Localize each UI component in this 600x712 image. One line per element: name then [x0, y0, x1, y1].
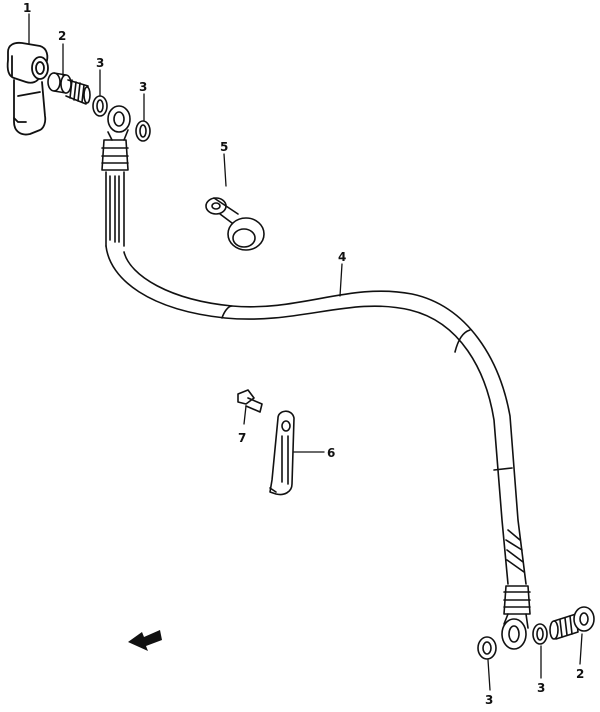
callout-7: 7	[238, 431, 246, 445]
callout-6: 6	[327, 446, 335, 460]
callout-3-d: 3	[537, 681, 545, 695]
callout-2-top: 2	[58, 29, 66, 43]
callout-4: 4	[338, 250, 346, 264]
part-7-bolt	[237, 389, 263, 413]
part-3-washer-top-a	[92, 95, 108, 117]
part-2-union-bolt-top	[47, 72, 91, 105]
leader-lines	[28, 13, 583, 691]
callout-3-b: 3	[139, 80, 147, 94]
part-6-clamp-bracket	[269, 410, 295, 496]
part-5-hose-guide	[205, 197, 265, 251]
part-3-washer-top-b	[135, 120, 151, 142]
callout-labels: 1 2 3 3 5 4 7 6 3 3 2	[23, 1, 584, 707]
part-3-washer-bottom-d	[532, 623, 548, 645]
part-4-brake-hose	[101, 105, 531, 650]
callout-1: 1	[23, 1, 31, 15]
part-2-union-bolt-bottom	[549, 606, 595, 640]
callout-2-bottom: 2	[576, 667, 584, 681]
part-1-union-elbow	[6, 41, 49, 136]
callout-5: 5	[220, 140, 228, 154]
front-direction-arrow-icon	[128, 630, 162, 651]
callout-3-a: 3	[96, 56, 104, 70]
callout-3-c: 3	[485, 693, 493, 707]
part-3-washer-bottom-c	[477, 636, 497, 660]
